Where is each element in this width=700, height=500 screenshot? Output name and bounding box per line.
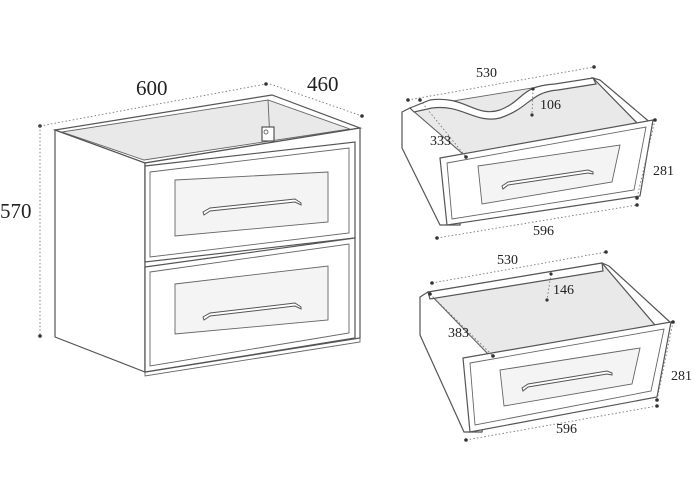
top-drawer-front-width-label: 596	[533, 224, 554, 239]
upper-drawer-handle	[202, 198, 302, 216]
bottom-drawer-front-width-label: 596	[556, 422, 577, 437]
top-drawer-drawing	[401, 65, 657, 240]
bottom-drawer-handle	[521, 370, 613, 392]
bottom-drawer-inner-height-label: 146	[553, 283, 574, 298]
cabinet-width-label: 600	[136, 76, 168, 100]
cabinet-height-label: 570	[0, 199, 32, 223]
bottom-drawer-drawing	[419, 250, 675, 442]
bottom-drawer-depth-label: 530	[497, 253, 518, 268]
bracket	[261, 126, 275, 142]
bottom-drawer-back	[427, 262, 604, 300]
top-drawer-back	[408, 77, 597, 120]
top-drawer-side-label: 333	[430, 134, 451, 149]
top-drawer-depth-label: 530	[476, 66, 497, 81]
cabinet-drawing	[38, 82, 364, 377]
bottom-drawer-side-label: 383	[448, 326, 469, 341]
lower-drawer-handle	[202, 302, 302, 321]
top-drawer-handle	[501, 169, 594, 190]
cabinet-left-side	[54, 129, 146, 373]
top-drawer-height-label: 281	[653, 164, 674, 179]
cabinet-open-top	[61, 99, 351, 161]
top-drawer-cutout-label: 106	[540, 98, 561, 113]
cabinet-depth-label: 460	[307, 72, 339, 96]
bottom-drawer-height-label: 281	[671, 369, 692, 384]
